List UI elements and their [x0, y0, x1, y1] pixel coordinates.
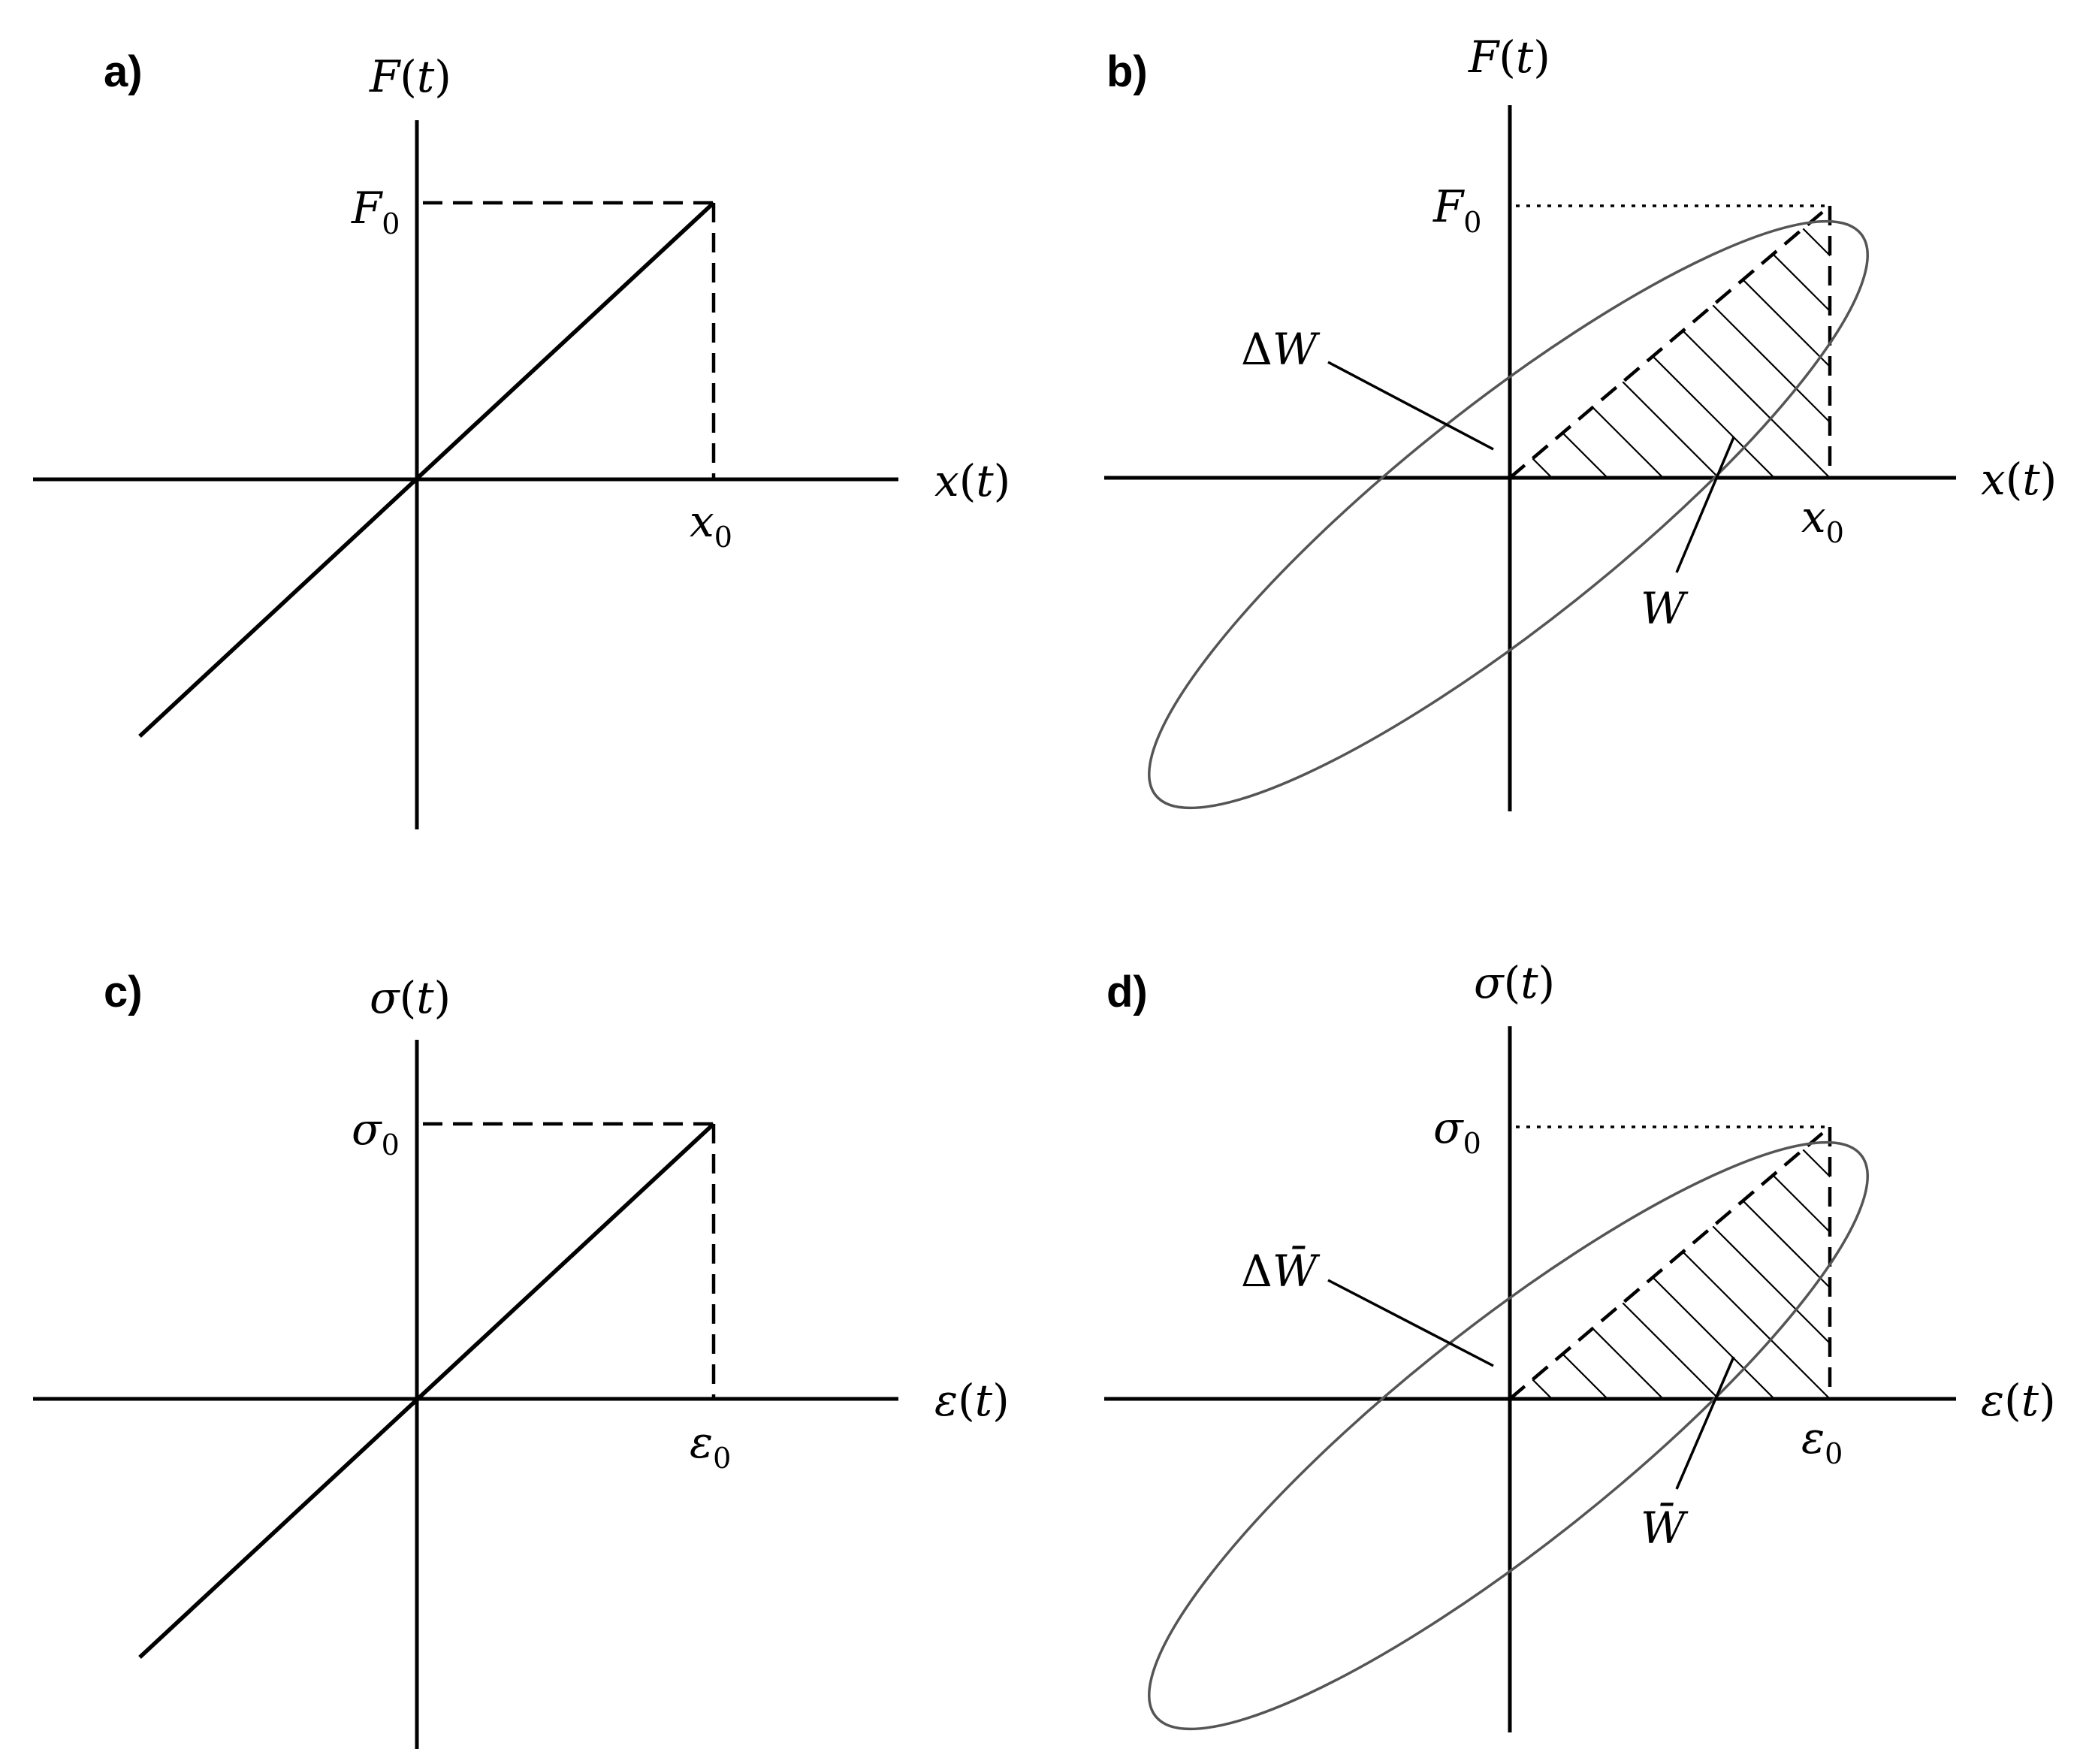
- panel-a-peak-x-label: x0: [690, 496, 732, 554]
- panel-c-linear-line: [138, 1122, 715, 1660]
- panel-d-stored-label: W̄: [1641, 1502, 1689, 1554]
- panel-d-label: d): [1106, 968, 1148, 1016]
- panel-a-label: a): [104, 47, 143, 96]
- panel-d-y-axis-label: σ(t): [1474, 957, 1555, 1008]
- panel-c-y-axis-label: σ(t): [370, 972, 451, 1023]
- panel-b: b) F(t) x(t) F0 x0 ΔW W: [1104, 32, 2057, 811]
- panel-d-peak-y-label: σ0: [1433, 1102, 1481, 1160]
- panel-d-hysteresis-loop: [1148, 1140, 1869, 1731]
- panel-b-hysteresis-loop: [1148, 219, 1869, 810]
- panel-a-peak-y-label: F0: [351, 183, 400, 240]
- panel-b-stored-leader: [1675, 436, 1735, 573]
- panel-b-hatch: [1532, 206, 1830, 478]
- panel-b-secant-dash: [1508, 204, 1831, 479]
- panel-a-linear-line: [138, 201, 715, 739]
- panel-d-x-axis-label: ε(t): [1981, 1375, 2056, 1426]
- panel-c-peak-y-label: σ0: [352, 1104, 400, 1161]
- panel-b-peak-y-label: F0: [1432, 181, 1481, 239]
- panel-d-loss-label: ΔW̄: [1241, 1245, 1321, 1297]
- panel-c: c) σ(t) ε(t) σ0 ε0: [33, 968, 1010, 1749]
- panel-b-label: b): [1106, 47, 1148, 96]
- panel-d-peak-x-label: ε0: [1801, 1412, 1843, 1470]
- panel-b-y-axis-label: F(t): [1468, 32, 1550, 83]
- panel-b-stored-label: W: [1641, 583, 1689, 634]
- panel-d-secant-dash: [1508, 1125, 1831, 1400]
- panel-c-label: c): [104, 968, 143, 1016]
- panel-d: d) σ(t) ε(t) σ0 ε0 ΔW̄ W̄: [1104, 957, 2056, 1732]
- panel-d-loss-leader: [1327, 1279, 1494, 1367]
- panel-a-x-axis-label: x(t): [934, 455, 1010, 506]
- panel-b-peak-x-label: x0: [1801, 491, 1844, 549]
- panel-a: a) F(t) x(t) F0 x0: [33, 47, 1010, 829]
- panel-c-x-axis-label: ε(t): [934, 1375, 1010, 1426]
- panel-b-loss-leader: [1327, 361, 1494, 451]
- panel-b-loss-label: ΔW: [1241, 324, 1321, 375]
- panel-c-peak-x-label: ε0: [690, 1417, 731, 1475]
- panel-a-y-axis-label: F(t): [369, 51, 451, 102]
- panel-d-stored-leader: [1675, 1356, 1735, 1490]
- panel-b-x-axis-label: x(t): [1981, 454, 2057, 505]
- panel-d-hatch: [1532, 1127, 1830, 1399]
